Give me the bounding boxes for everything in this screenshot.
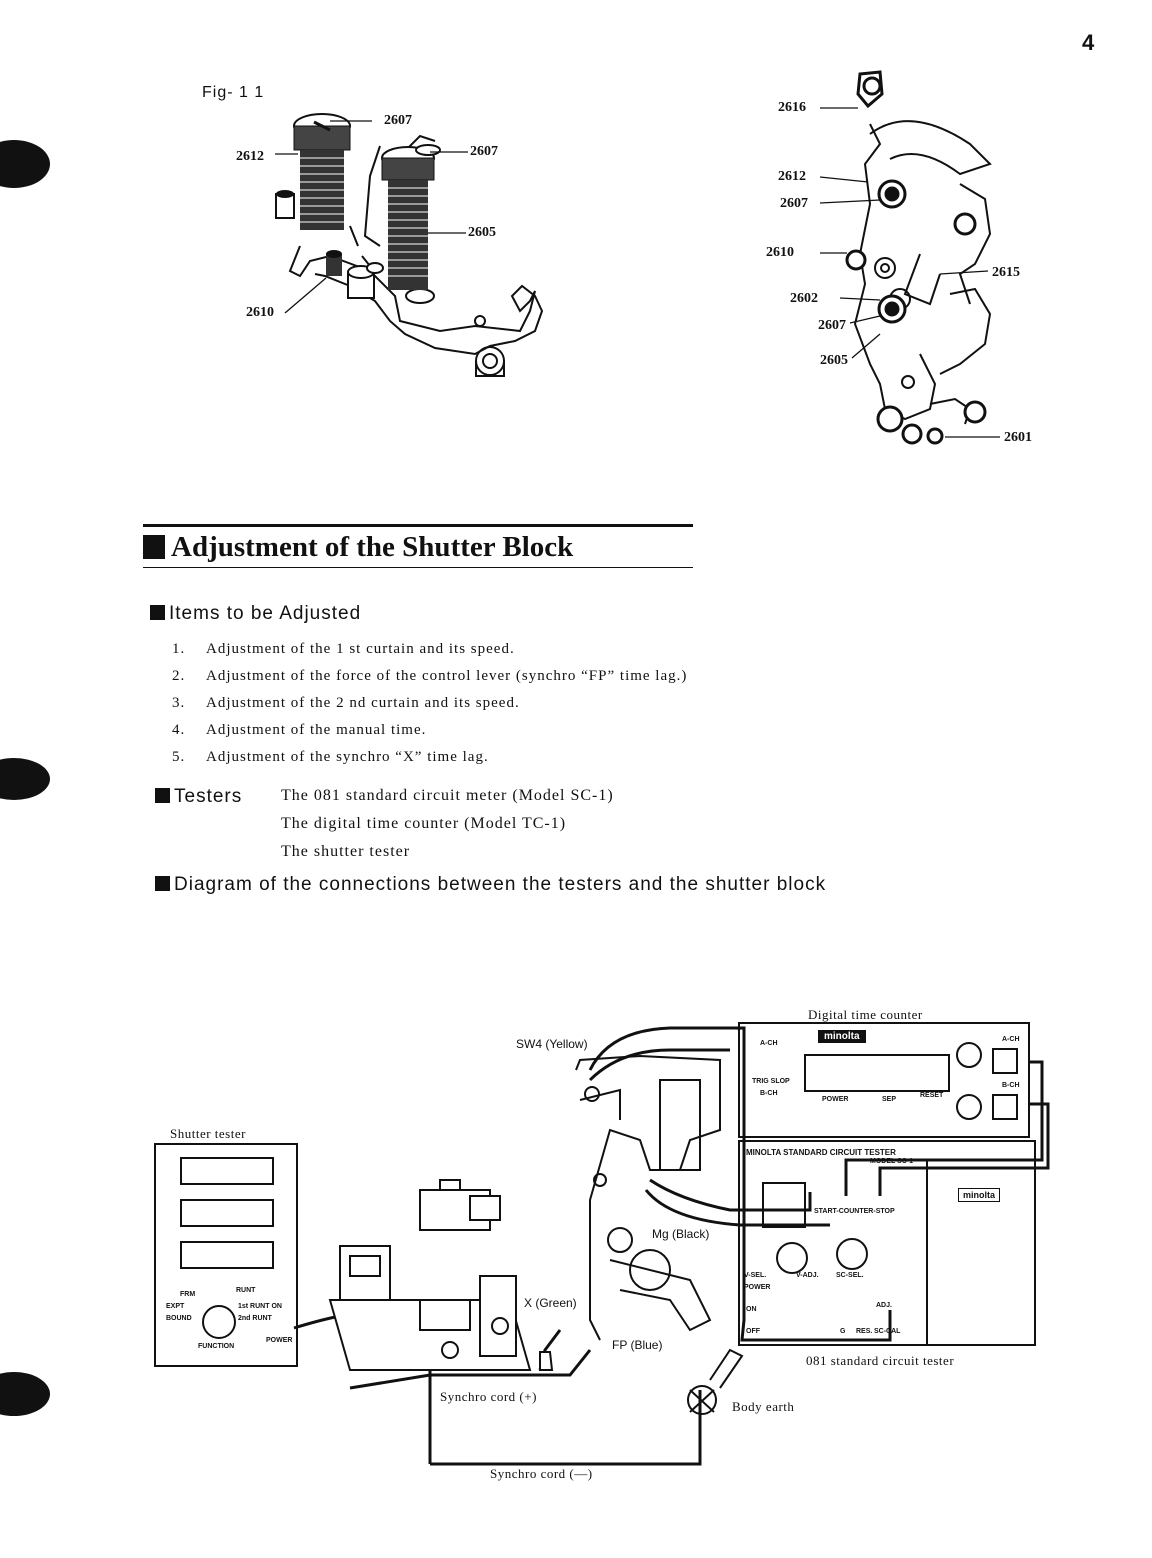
bullet-square-icon — [155, 876, 170, 891]
bullet-square-icon — [155, 788, 170, 803]
mg-label: Mg (Black) — [652, 1227, 710, 1241]
connection-wiring-drawing — [293, 1026, 1050, 1466]
binder-hole — [0, 140, 50, 188]
shutter-parts-figure-left — [275, 113, 544, 377]
list-item: The shutter tester — [281, 843, 411, 860]
digital-time-counter: minolta A-CH TRIG SLOP B-CH POWER SEP RE… — [738, 1022, 1030, 1138]
panel-divider — [926, 1160, 928, 1344]
items-list: 1.Adjustment of the 1 st curtain and its… — [172, 636, 687, 771]
list-item: 5.Adjustment of the synchro “X” time lag… — [172, 749, 489, 765]
binder-hole — [0, 758, 50, 800]
section-heading: Adjustment of the Shutter Block — [143, 524, 693, 568]
callout-label: 2610 — [766, 245, 794, 260]
callout-label: 2605 — [820, 353, 848, 368]
fp-label: FP (Blue) — [612, 1338, 663, 1352]
input-jack[interactable] — [992, 1048, 1018, 1074]
shutter-parts-figure-right — [819, 70, 1000, 445]
list-item: The digital time counter (Model TC-1) — [281, 815, 567, 832]
list-item: 4.Adjustment of the manual time. — [172, 722, 427, 738]
selector-knob[interactable] — [776, 1242, 808, 1274]
display-window — [180, 1199, 274, 1227]
callout-label: 2605 — [468, 225, 496, 240]
callout-label: 2607 — [818, 318, 846, 333]
bullet-square-icon — [150, 605, 165, 620]
callout-label: 2607 — [780, 196, 808, 211]
binder-hole — [0, 1372, 50, 1416]
range-dial[interactable] — [956, 1094, 982, 1120]
brand-logo: minolta — [958, 1188, 1001, 1202]
display-window — [180, 1157, 274, 1185]
shutter-tester-label: Shutter tester — [170, 1126, 246, 1141]
list-item: 1.Adjustment of the 1 st curtain and its… — [172, 641, 515, 657]
callout-label: 2602 — [790, 291, 818, 306]
digital-time-counter-label: Digital time counter — [808, 1007, 923, 1022]
selector-knob[interactable] — [836, 1238, 868, 1270]
input-jack[interactable] — [992, 1094, 1018, 1120]
callout-label: 2607 — [384, 113, 412, 128]
callout-label: 2612 — [778, 169, 806, 184]
standard-circuit-tester: MINOLTA STANDARD CIRCUIT TESTER MODEL SC… — [738, 1140, 1036, 1346]
synchro-cord-minus-label: Synchro cord (—) — [490, 1466, 593, 1481]
counter-display — [804, 1054, 950, 1092]
bullet-square-icon — [143, 535, 165, 559]
section-title: Adjustment of the Shutter Block — [171, 531, 574, 563]
diagram-heading: Diagram of the connections between the t… — [155, 874, 826, 896]
figure-label: Fig- 1 1 — [202, 84, 265, 101]
sw4-label: SW4 (Yellow) — [516, 1037, 588, 1051]
callout-label: 2615 — [992, 265, 1020, 280]
testers-list: The 081 standard circuit meter (Model SC… — [281, 782, 614, 866]
items-heading: Items to be Adjusted — [150, 603, 361, 625]
callout-label: 2612 — [236, 149, 264, 164]
x-label: X (Green) — [524, 1296, 577, 1310]
list-item: 3.Adjustment of the 2 nd curtain and its… — [172, 695, 520, 711]
range-dial[interactable] — [956, 1042, 982, 1068]
callout-label: 2610 — [246, 305, 274, 320]
circuit-tester-label: 081 standard circuit tester — [806, 1353, 955, 1368]
callout-label: 2616 — [778, 100, 806, 115]
analog-meter — [762, 1182, 806, 1228]
page-number: 4 — [1082, 30, 1095, 55]
testers-heading: Testers — [155, 786, 242, 808]
shutter-tester: FRM RUNT EXPT 1st RUNT ON BOUND 2nd RUNT… — [154, 1143, 298, 1367]
list-item: The 081 standard circuit meter (Model SC… — [281, 787, 614, 804]
list-item: 2.Adjustment of the force of the control… — [172, 668, 688, 684]
synchro-cord-plus-label: Synchro cord (+) — [440, 1389, 537, 1404]
callout-label: 2601 — [1004, 430, 1032, 445]
brand-logo: minolta — [818, 1030, 866, 1043]
body-earth-label: Body earth — [732, 1399, 795, 1414]
callout-label: 2607 — [470, 144, 498, 159]
function-knob[interactable] — [202, 1305, 236, 1339]
display-window — [180, 1241, 274, 1269]
